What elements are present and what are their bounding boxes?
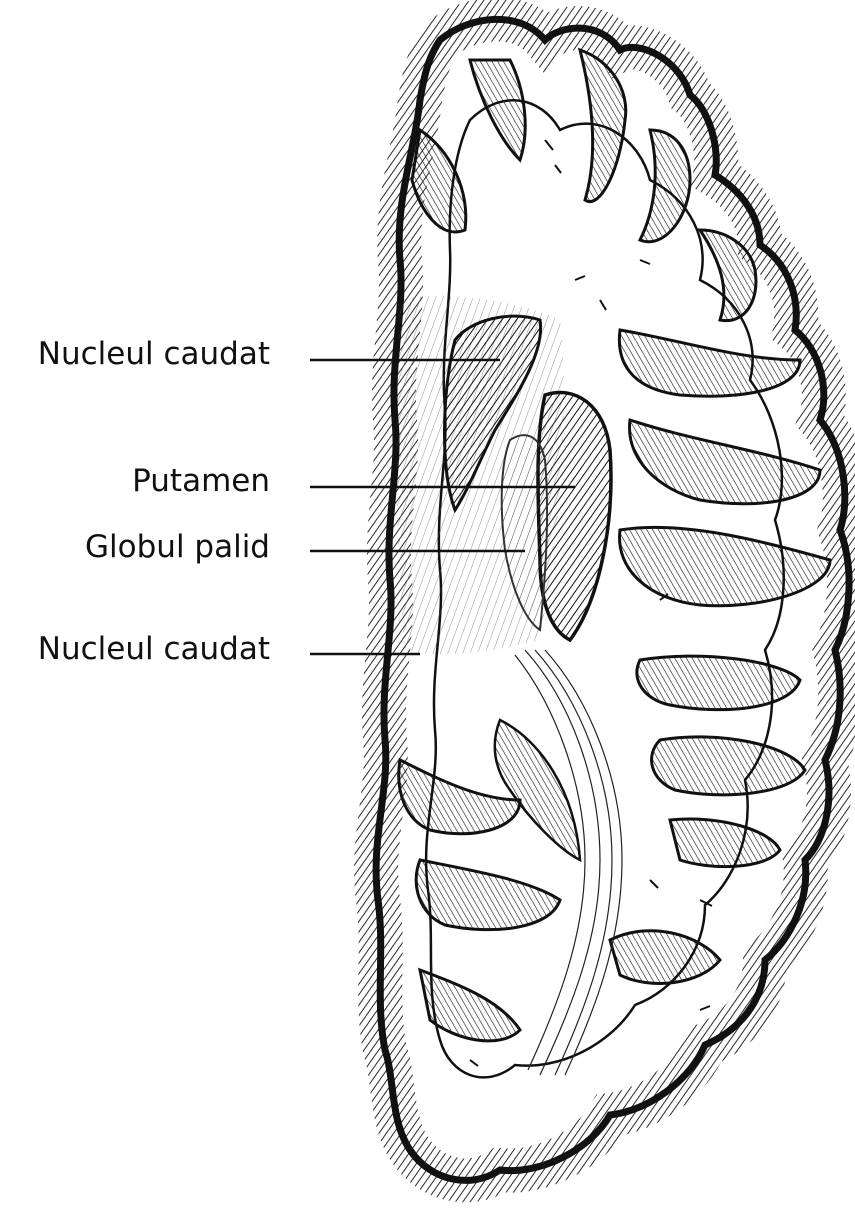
brain-hemisphere-illustration xyxy=(0,0,855,1216)
brain-section-diagram: Nucleul caudat Putamen Globul palid Nucl… xyxy=(0,0,855,1216)
